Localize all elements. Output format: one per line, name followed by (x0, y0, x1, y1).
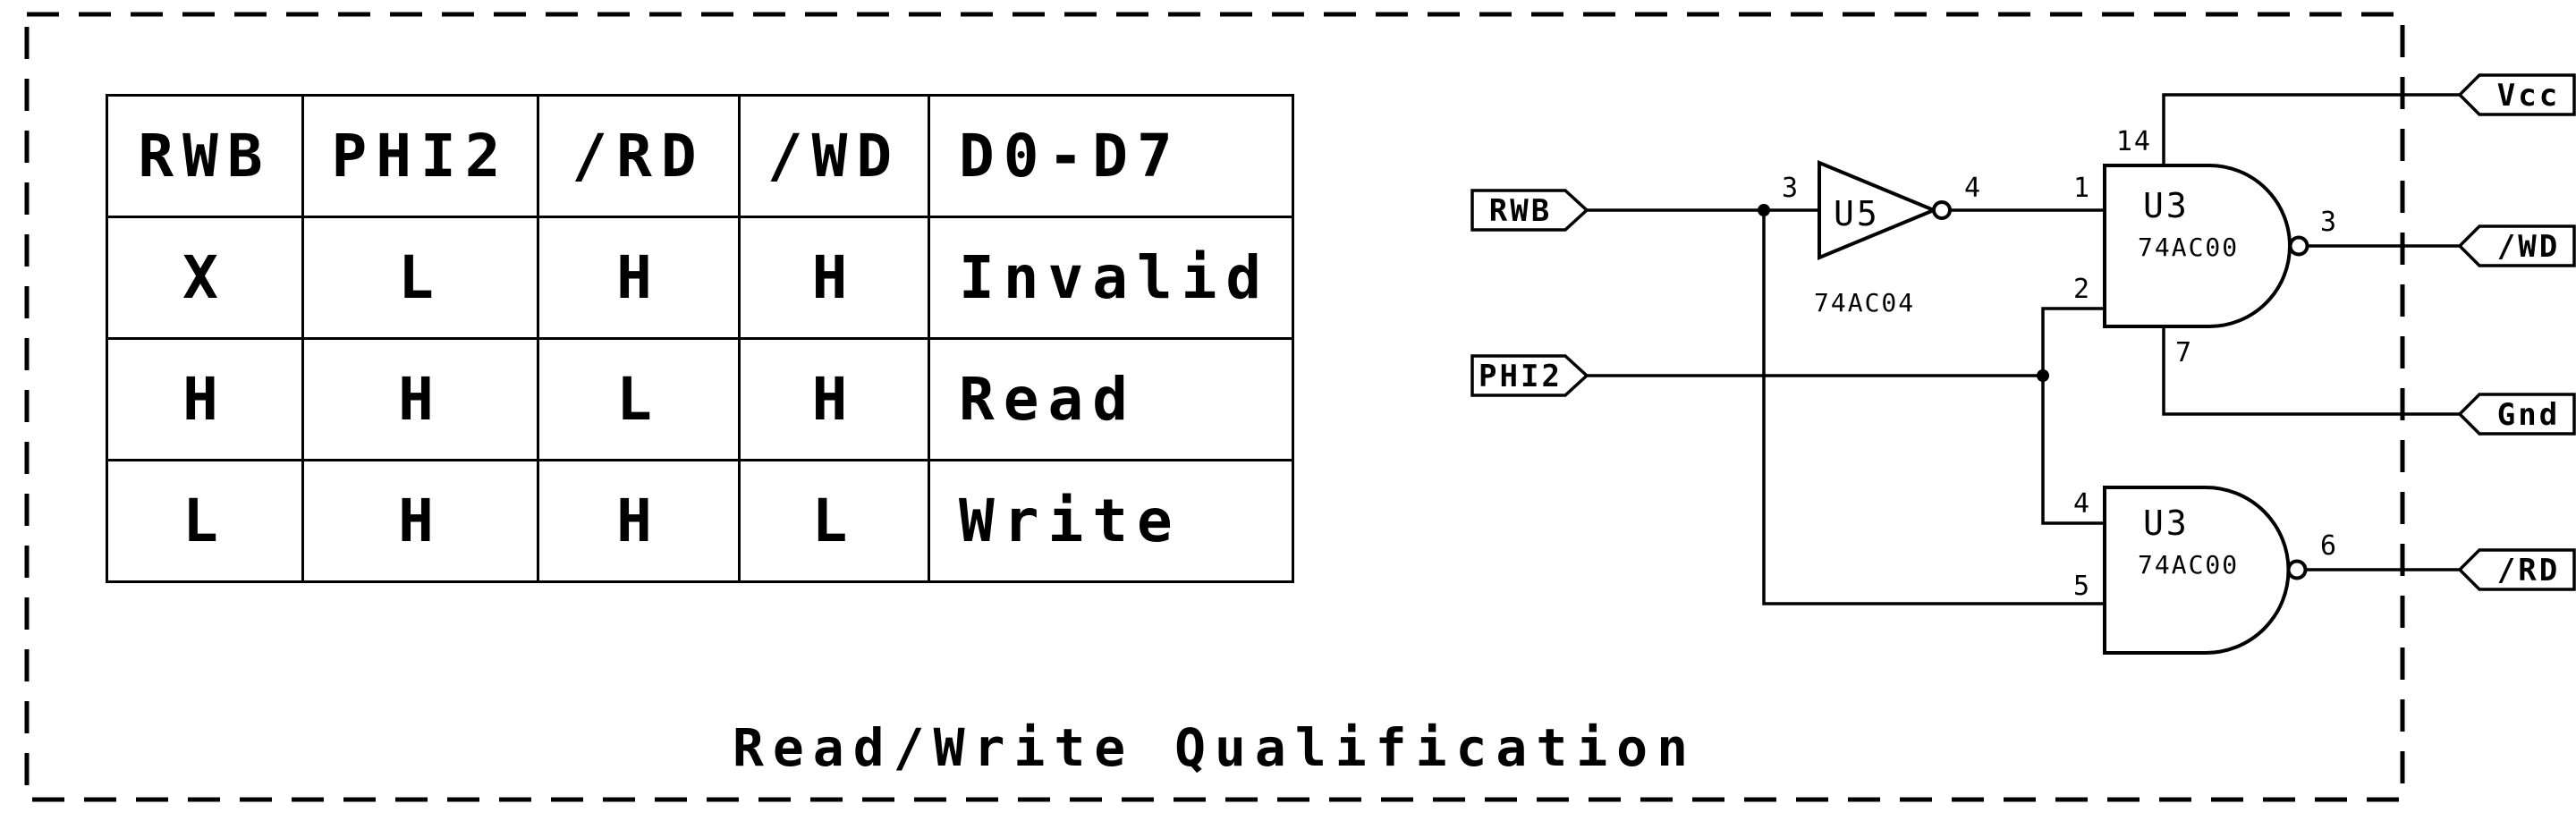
inverter-part-number: 74AC04 (1814, 288, 1915, 317)
table-cell: H (537, 216, 741, 340)
nand-top-pin7-number: 7 (2175, 337, 2193, 368)
table-cell: H (301, 337, 539, 461)
table-header-cell: PHI2 (301, 94, 539, 218)
inverter-pin-in-number: 3 (1782, 173, 1800, 204)
truth-table-header-row: RWB PHI2 /RD /WD D0-D7 (106, 94, 1294, 218)
wire-rwb-branch-to-nand-bottom (1762, 208, 2106, 605)
truth-table-row: X L H H Invalid (106, 216, 1294, 340)
truth-table-row: L H H L Write (106, 459, 1294, 583)
sheet-title: Read/Write Qualification (732, 717, 1698, 778)
nand-top-pin14-number: 14 (2116, 126, 2152, 157)
net-flag-phi2 (1470, 354, 1589, 397)
inverter-pin-out-number: 4 (1964, 173, 1982, 204)
inverter-refdes: U5 (1834, 194, 1880, 233)
junction-dot (1758, 204, 1770, 216)
wire-phi2-branch (2041, 307, 2106, 525)
table-header-cell: RWB (106, 94, 304, 218)
table-cell: H (738, 337, 930, 461)
truth-table: RWB PHI2 /RD /WD D0-D7 X L H H Invalid H… (106, 94, 1294, 583)
nand-top-pin1-number: 1 (2073, 173, 2091, 204)
nand-bottom-part-number: 74AC00 (2138, 550, 2239, 580)
table-cell: Invalid (928, 216, 1294, 340)
junction-dot (2037, 369, 2049, 382)
nand-bottom-pin4-number: 4 (2073, 488, 2091, 520)
table-cell: H (537, 459, 741, 583)
nand-top-output-bubble (2288, 235, 2309, 257)
table-cell: L (738, 459, 930, 583)
nand-top-pin2-number: 2 (2073, 274, 2091, 305)
table-header-cell: /RD (537, 94, 741, 218)
table-cell: Read (928, 337, 1294, 461)
truth-table-row: H H L H Read (106, 337, 1294, 461)
net-flag-rwb-label: RWB (1489, 193, 1552, 229)
table-cell: H (106, 337, 304, 461)
wire-vcc-pin14 (2162, 93, 2462, 167)
table-cell: L (537, 337, 741, 461)
net-flag-gnd-label: Gnd (2497, 397, 2560, 433)
net-flag-rd (2457, 548, 2576, 591)
net-flag-rwb (1470, 189, 1589, 232)
nand-bottom-output-bubble (2286, 559, 2308, 580)
nand-bottom-refdes: U3 (2143, 504, 2190, 543)
net-flag-wd (2457, 224, 2576, 267)
net-flag-phi2-label: PHI2 (1479, 359, 1563, 394)
nand-top-refdes: U3 (2143, 186, 2190, 225)
nand-bottom-pin6-number: 6 (2320, 530, 2338, 562)
nand-bottom-pin5-number: 5 (2073, 571, 2091, 602)
net-flag-vcc (2457, 73, 2576, 116)
nand-top-pin3-number: 3 (2320, 207, 2338, 238)
inverter-output-bubble (1932, 200, 1952, 220)
net-flag-vcc-label: Vcc (2497, 78, 2560, 114)
inverter-body (1818, 160, 1939, 260)
sheet-border (24, 12, 2405, 802)
table-cell: L (106, 459, 304, 583)
net-flag-gnd (2457, 393, 2576, 436)
nand-top-part-number: 74AC00 (2138, 233, 2239, 262)
table-cell: Write (928, 459, 1294, 583)
net-flag-wd-label: /WD (2497, 229, 2560, 265)
net-flag-rd-label: /RD (2497, 553, 2560, 588)
table-cell: L (301, 216, 539, 340)
table-cell: H (738, 216, 930, 340)
table-cell: H (301, 459, 539, 583)
wire-gnd-pin7 (2162, 325, 2462, 416)
table-header-cell: /WD (738, 94, 930, 218)
table-header-cell: D0-D7 (928, 94, 1294, 218)
table-cell: X (106, 216, 304, 340)
